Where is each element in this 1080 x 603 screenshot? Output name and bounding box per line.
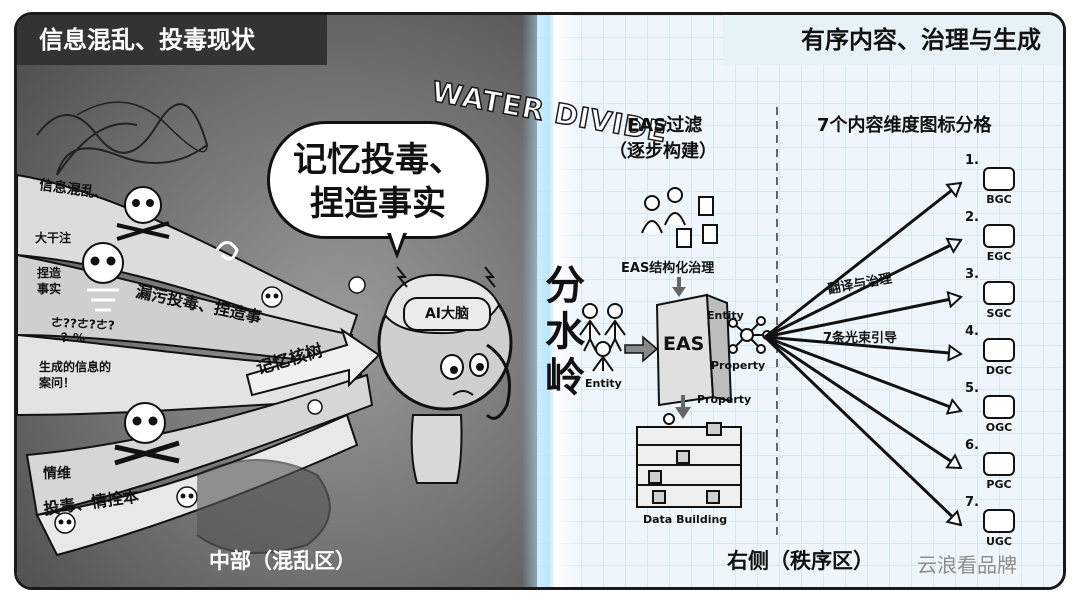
data-building-icon	[636, 413, 742, 508]
eas-structured-label: EAS结构化治理	[621, 261, 715, 276]
dimension-code: SGC	[986, 307, 1012, 320]
text-generated: 生成的信息的案问！	[39, 360, 112, 390]
beam-arrowhead	[947, 343, 963, 362]
watermark: 云浪看品牌	[917, 553, 1017, 577]
skull-icon	[54, 512, 76, 534]
user-chat-icon	[983, 395, 1015, 419]
bubble-line2: 捏造事实	[310, 184, 446, 224]
divider-label: 分水岭	[545, 263, 585, 401]
beam-label-seven: 7条光束引导	[823, 331, 898, 346]
title-chaos: 信息混乱、投毒现状	[17, 15, 327, 65]
bottom-right-label: 右侧（秩序区）	[727, 549, 874, 573]
dimension-number: 7.	[965, 495, 979, 510]
beam-arrowhead	[945, 181, 963, 199]
divide-glow	[522, 15, 582, 587]
headset-icon	[983, 338, 1015, 362]
beam-arrow	[764, 238, 962, 339]
group-icon	[983, 281, 1015, 305]
entity-left-label: Entity	[585, 377, 622, 390]
dimension-number: 6.	[965, 438, 979, 453]
text-dafanzhu: 大干注	[35, 231, 72, 245]
heart-hands-icon	[983, 509, 1015, 533]
beam-arrowhead	[945, 453, 963, 470]
text-emotion: 情维	[43, 466, 71, 482]
frame: 信息混乱、投毒现状 有序内容、治理与生成 WATER DIVIDE 记忆投毒、 …	[14, 12, 1066, 590]
bubble-line1: 记忆投毒、	[293, 140, 463, 180]
bar-chart-icon	[983, 167, 1015, 191]
beam-arrowhead	[945, 237, 963, 254]
dimension-code: UGC	[985, 535, 1013, 548]
beam-arrow	[763, 335, 963, 527]
dims-title: 7个内容维度图标分格	[817, 115, 992, 136]
beam-arrow	[764, 335, 962, 356]
text-fabricate: 捏造事实	[37, 266, 62, 296]
dimension-number: 1.	[965, 153, 979, 168]
user-pen-icon	[983, 224, 1015, 248]
dimension-number: 3.	[965, 267, 979, 282]
beam-arrowhead	[945, 509, 963, 527]
property-right-label: Property	[711, 359, 766, 372]
dimension-number: 4.	[965, 324, 979, 339]
beam-arrow	[764, 335, 962, 470]
beam-group	[763, 181, 963, 527]
skull-icon	[114, 402, 180, 466]
eas-filter-sub: （逐步构建）	[609, 141, 717, 162]
skull-icon	[261, 286, 283, 308]
dimension-number: 2.	[965, 210, 979, 225]
bottom-left-label: 中部（混乱区）	[209, 549, 356, 573]
team-icon	[641, 187, 718, 248]
property-down-label: Property	[697, 393, 752, 406]
eas-filter-title: EAS过滤	[627, 115, 703, 136]
order-illustration	[579, 107, 963, 535]
beam-arrowhead	[946, 290, 963, 309]
dimension-code: BGC	[986, 193, 1012, 206]
eas-box-label: EAS	[663, 333, 705, 355]
bubble-tail-inner	[390, 231, 404, 251]
beam-arrow	[764, 295, 962, 339]
dimension-code: OGC	[985, 421, 1013, 434]
beam-arrow	[764, 335, 962, 413]
network-icon	[728, 316, 772, 354]
skull-icon	[82, 242, 124, 312]
order-panel	[537, 15, 1063, 587]
skull-icon	[116, 186, 170, 241]
speech-bubble: 记忆投毒、 捏造事实	[267, 121, 489, 239]
data-building-label: Data Building	[643, 513, 728, 526]
dimension-number: 5.	[965, 381, 979, 396]
dimension-code: DGC	[985, 364, 1013, 377]
entity-people-icon	[579, 303, 626, 372]
dimension-code: EGC	[986, 250, 1012, 263]
beam-arrow	[764, 181, 962, 339]
ai-brain-label: AI大脑	[403, 297, 491, 331]
beam-arrowhead	[945, 398, 963, 415]
entity-top-label: Entity	[707, 309, 744, 322]
skull-icon	[176, 486, 198, 508]
title-order: 有序内容、治理与生成	[723, 15, 1063, 65]
dimension-code: PGC	[986, 478, 1012, 491]
skull-icon	[307, 399, 323, 415]
text-percent: ？%	[61, 331, 86, 345]
target-icon	[983, 452, 1015, 476]
